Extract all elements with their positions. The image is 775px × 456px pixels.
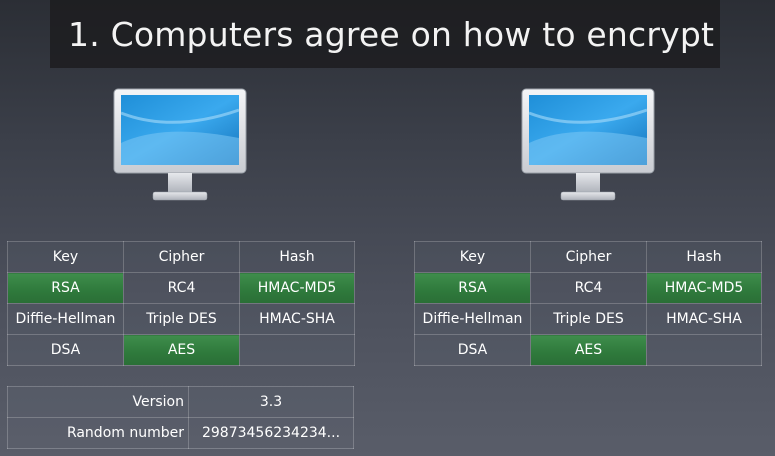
cell-hash: HMAC-SHA <box>239 303 355 335</box>
cell-key-selected: RSA <box>414 272 531 304</box>
header-cipher: Cipher <box>530 241 647 273</box>
cell-cipher: Triple DES <box>123 303 240 335</box>
table-row: DSA AES <box>7 334 355 366</box>
table-row: Version 3.3 <box>7 386 354 418</box>
table-row: Diffie-Hellman Triple DES HMAC-SHA <box>414 303 762 335</box>
header-key: Key <box>414 241 531 273</box>
cell-key: DSA <box>414 334 531 366</box>
cell-cipher-selected: AES <box>530 334 647 366</box>
table-row: Random number 29873456234234... <box>7 417 354 449</box>
version-value: 3.3 <box>188 386 354 418</box>
header-hash: Hash <box>239 241 355 273</box>
cell-hash-selected: HMAC-MD5 <box>239 272 355 304</box>
title-banner: 1. Computers agree on how to encrypt <box>50 0 720 68</box>
table-row: Diffie-Hellman Triple DES HMAC-SHA <box>7 303 355 335</box>
right-cipher-suite-table: Key Cipher Hash RSA RC4 HMAC-MD5 Diffie-… <box>414 241 762 366</box>
table-row: RSA RC4 HMAC-MD5 <box>7 272 355 304</box>
handshake-info-table: Version 3.3 Random number 29873456234234… <box>7 386 354 449</box>
random-number-value: 29873456234234... <box>188 417 354 449</box>
left-cipher-suite-table: Key Cipher Hash RSA RC4 HMAC-MD5 Diffie-… <box>7 241 355 366</box>
header-key: Key <box>7 241 124 273</box>
right-computer-monitor-icon <box>521 88 655 206</box>
cell-hash-selected: HMAC-MD5 <box>646 272 762 304</box>
cell-hash-empty <box>239 334 355 366</box>
cell-key: Diffie-Hellman <box>7 303 124 335</box>
slide-title: 1. Computers agree on how to encrypt <box>68 14 715 54</box>
version-label: Version <box>7 386 189 418</box>
cell-key-selected: RSA <box>7 272 124 304</box>
cell-key: DSA <box>7 334 124 366</box>
cell-key: Diffie-Hellman <box>414 303 531 335</box>
cell-cipher: Triple DES <box>530 303 647 335</box>
header-cipher: Cipher <box>123 241 240 273</box>
header-hash: Hash <box>646 241 762 273</box>
random-number-label: Random number <box>7 417 189 449</box>
cell-hash: HMAC-SHA <box>646 303 762 335</box>
table-row: DSA AES <box>414 334 762 366</box>
table-header-row: Key Cipher Hash <box>414 241 762 273</box>
table-header-row: Key Cipher Hash <box>7 241 355 273</box>
left-computer-monitor-icon <box>113 88 247 206</box>
cell-cipher: RC4 <box>123 272 240 304</box>
cell-cipher-selected: AES <box>123 334 240 366</box>
cell-cipher: RC4 <box>530 272 647 304</box>
table-row: RSA RC4 HMAC-MD5 <box>414 272 762 304</box>
cell-hash-empty <box>646 334 762 366</box>
